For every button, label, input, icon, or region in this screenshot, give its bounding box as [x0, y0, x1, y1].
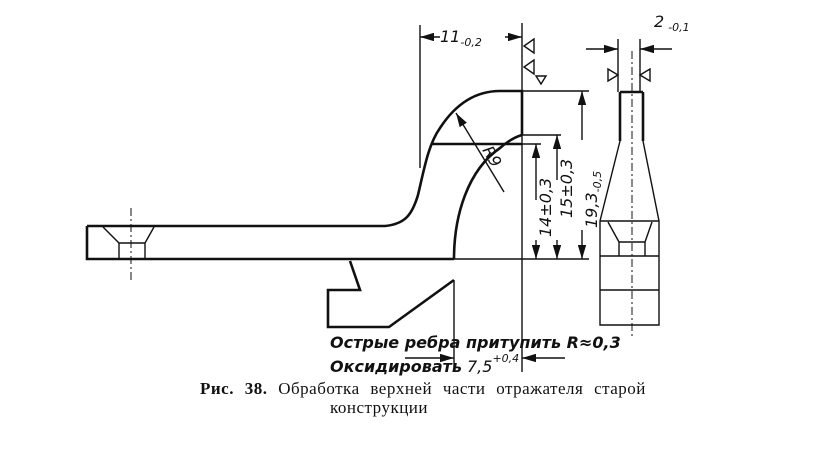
figure-label: Рис. 38.	[200, 379, 268, 398]
part-side-view	[85, 89, 589, 329]
caption-text-line2: конструкции	[330, 398, 429, 417]
surface-finish-icon	[522, 37, 548, 86]
dim-19: 19,3-0,5	[582, 171, 604, 228]
dim-2: 2-0,1	[654, 12, 690, 34]
caption-text: Обработка верхней части отражателя старо…	[278, 379, 646, 398]
note-blunt-edges: Острые ребра притупить R≈0,3	[330, 333, 621, 352]
dim-14: 14±0,3	[536, 178, 555, 237]
dim-11: 11-0,2	[440, 27, 482, 49]
dim-7-5: 7,5+0,4	[467, 352, 519, 376]
note-oxidize: Оксидировать	[330, 357, 463, 376]
dim-15: 15±0,3	[557, 159, 576, 218]
dimensions: 11-0,2 R9 14±0,3 15±0,3 19,3-0,5 7,5+0,4	[405, 23, 604, 376]
surface-finish-icon	[607, 67, 651, 83]
figure-caption: Рис. 38. Обработка верхней части отражат…	[200, 379, 646, 399]
part-end-view: 2-0,1	[586, 12, 690, 336]
